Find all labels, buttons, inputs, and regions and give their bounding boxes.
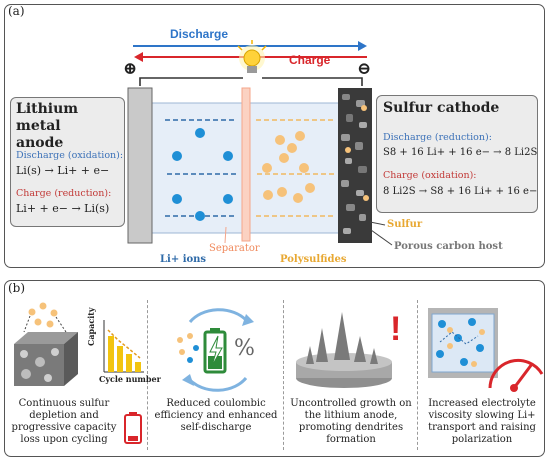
li-ions-label: Li+ ions [160,254,207,265]
panel-a-label: (a) [8,4,25,18]
effect-cell-coulombic-efficiency: % Reduced coulombic efficiency and enhan… [150,302,282,452]
plus-terminal-icon: ⊕ [123,59,138,79]
anode-box: Lithium metal anode Discharge (oxidation… [10,97,125,227]
effect-description: Increased electrolyte viscosity slowing … [428,398,536,445]
effect-description: Reduced coulombic efficiency and enhance… [154,398,278,433]
cycle-arrow-icon [188,308,248,323]
divider [417,300,418,450]
divider [147,300,148,450]
charge-label: Charge [289,53,331,67]
polysulfide-icons [262,131,315,203]
dendrite-spikes-icon [306,312,378,364]
effect-cell-sulfur-depletion: Capacity Cycle number Continuous sulfur … [10,302,161,452]
charging-battery-icon [203,328,227,374]
cathode-charge-label: Charge (oxidation): [383,170,477,181]
cathode-charge-equation: 8 Li2S → S8 + 16 Li+ + 16 e− [383,186,538,197]
discharge-label: Discharge [170,27,229,41]
anode-charge-label: Charge (reduction): [16,188,112,199]
porous-carbon-label: Porous carbon host [394,241,503,252]
polysulfides-label: Polysulfides [280,254,347,265]
sulfur-label: Sulfur [387,219,423,230]
porous-carbon-cathode [338,88,372,243]
capacity-fade-illustration [14,302,144,386]
ion-dots-icon [177,333,193,355]
separator-leader [224,226,227,244]
warning-exclamation-icon: ! [390,310,402,348]
wire-right [262,77,363,86]
cathode-title: Sulfur cathode [383,100,500,116]
discharge-arrowhead-icon [358,41,367,51]
anode-discharge-label: Discharge (oxidation): [16,150,124,161]
cathode-discharge-label: Discharge (reduction): [383,132,492,143]
li-ion-icons [172,128,233,221]
panel-b [4,280,545,457]
capacity-axis-label: Capacity [86,307,96,346]
separator [241,87,251,242]
charge-arrowhead-icon [134,52,143,62]
speed-gauge-icon [488,358,544,392]
porous-cube-icon [14,332,78,386]
lightbulb-icon [237,40,267,73]
minus-terminal-icon: ⊖ [357,59,372,79]
dendrite-illustration [296,312,392,388]
self-discharge-illustration [177,308,254,392]
anode-charge-equation: Li+ + e− → Li(s) [16,202,110,215]
capacity-bar-chart-icon [103,320,144,373]
carbon-host-leader [370,229,393,246]
low-battery-icon [124,412,142,444]
sulfur-dots-icon [28,302,58,328]
anode-discharge-equation: Li(s) → Li+ + e− [16,164,110,177]
separator-label: Separator [209,243,260,254]
cathode-discharge-equation: S8 + 16 Li+ + 16 e− → 8 Li2S [383,147,538,158]
lithium-anode-plate [127,87,153,244]
sulfur-leader [369,221,386,226]
cathode-box: Sulfur cathode Discharge (reduction): S8… [376,95,538,213]
effect-description: Continuous sulfur depletion and progress… [11,398,117,445]
anode-title: Lithium metal anode [16,101,79,151]
effect-cell-dendrite-growth: ! Uncontrolled growth on the lithium ano… [286,302,416,452]
divider [283,300,284,450]
effect-cell-electrolyte-viscosity: Increased electrolyte viscosity slowing … [420,302,544,452]
viscosity-illustration [428,308,544,392]
wire-left [139,77,243,86]
panel-b-label: (b) [8,281,26,295]
percent-symbol: % [234,336,255,361]
cycle-number-axis-label: Cycle number [99,374,161,384]
panel-a [4,4,545,268]
cell-schematic [127,40,393,246]
effect-description: Uncontrolled growth on the lithium anode… [290,398,412,445]
polysulfide-flow-arrows [256,119,334,217]
